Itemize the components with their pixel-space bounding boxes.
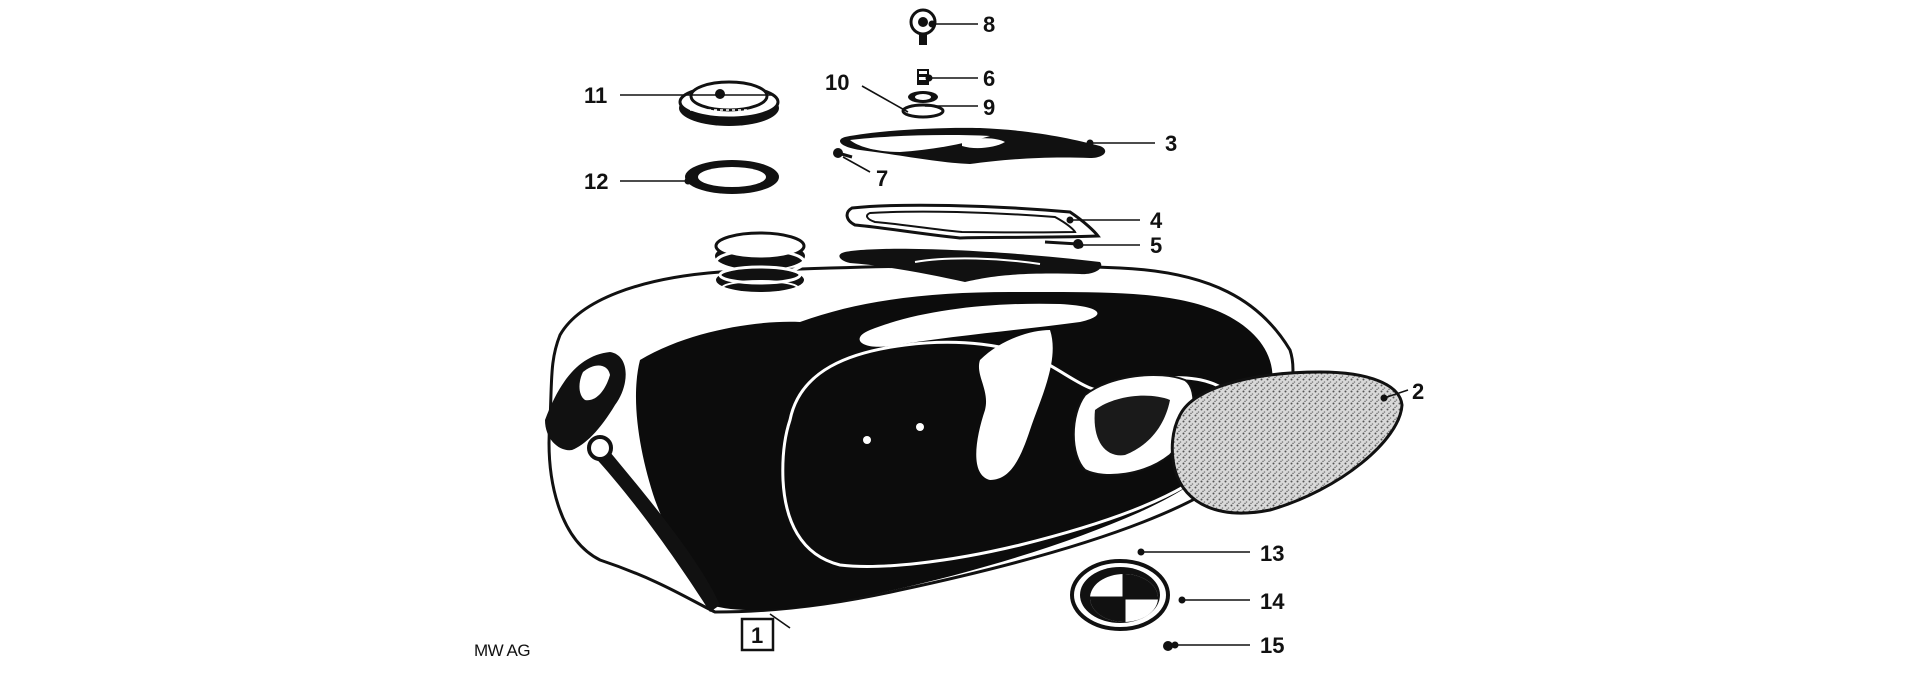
- fuel-tank: [545, 231, 1295, 614]
- tank-upper-highlight: [859, 303, 1098, 347]
- cover-gasket: [845, 203, 1101, 240]
- boxed-callout-label: 1: [751, 623, 763, 648]
- callout-3: 3: [1165, 131, 1177, 156]
- callout-2: 2: [1412, 379, 1424, 404]
- leader-lines: [620, 23, 1409, 646]
- image-credit: MW AG: [474, 641, 530, 660]
- callout-6: 6: [983, 66, 995, 91]
- callout-4: 4: [1150, 208, 1163, 233]
- leader-dots: [684, 20, 1388, 649]
- callout-13: 13: [1260, 541, 1284, 566]
- callout-8: 8: [983, 12, 995, 37]
- callout-15: 15: [1260, 633, 1284, 658]
- knob-assembly: [901, 8, 945, 119]
- tank-emblem: [1070, 559, 1173, 651]
- tank-top-base: [839, 248, 1102, 282]
- callout-9: 9: [983, 95, 995, 120]
- tank-center-highlight: [976, 330, 1053, 480]
- callout-12: 12: [584, 169, 608, 194]
- filler-cap: [678, 80, 780, 126]
- callout-5: 5: [1150, 233, 1162, 258]
- knee-pad: [1170, 370, 1404, 515]
- filler-neck: [714, 231, 806, 296]
- top-cover: [840, 127, 1106, 164]
- boxed-callout-1: 1: [740, 617, 775, 652]
- callout-10: 10: [825, 70, 849, 95]
- small-screw: [833, 148, 853, 159]
- screw-hole: [863, 436, 871, 444]
- tank-lower-strap: [590, 440, 720, 612]
- callout-14: 14: [1260, 589, 1285, 614]
- callout-7: 7: [876, 166, 888, 191]
- screw-hole: [916, 423, 924, 431]
- callout-11: 11: [584, 83, 607, 108]
- cap-seal: [685, 160, 779, 194]
- callout-labels: 8 6 10 9 3 7 4 5 11 12 2 13 14 15: [584, 12, 1424, 658]
